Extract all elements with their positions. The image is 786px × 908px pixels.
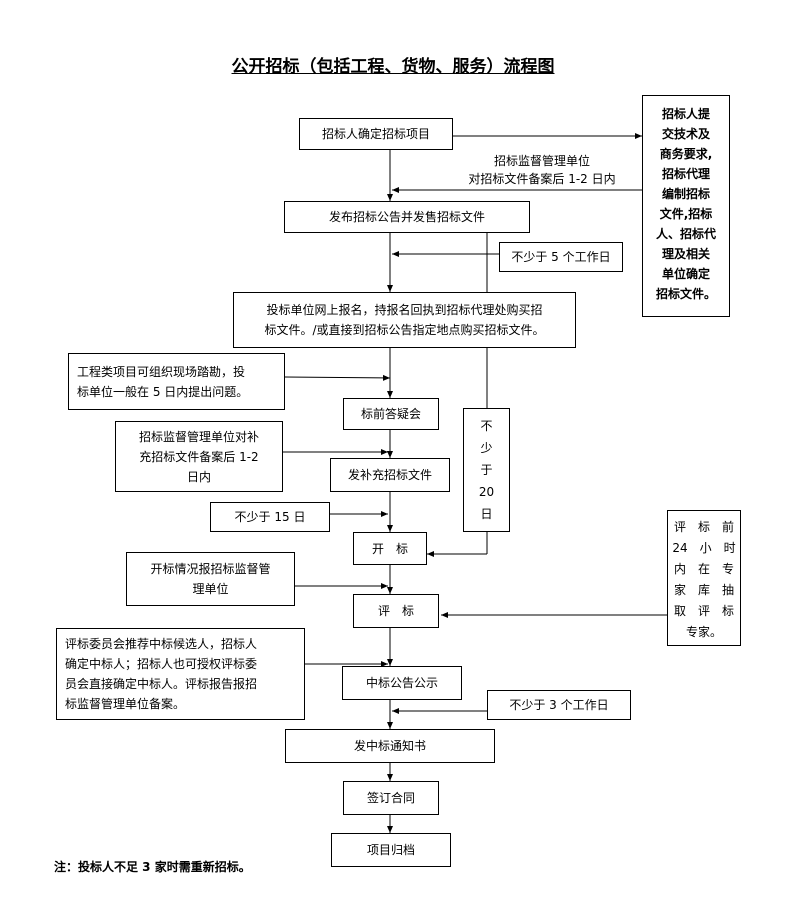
committee-text: 评标委员会推荐中标候选人，招标人 确定中标人；招标人也可授权评标委 员会直接确定… <box>65 637 258 711</box>
footnote: 注：投标人不足 3 家时需重新招标。 <box>54 860 251 874</box>
step-archive: 项目归档 <box>331 833 451 867</box>
step-pre-bid-meeting-label: 标前答疑会 <box>360 407 421 421</box>
site-visit-box: 工程类项目可组织现场踏勘，投 标单位一般在 5 日内提出问题。 <box>68 353 285 410</box>
step-award-letter: 发中标通知书 <box>285 729 495 763</box>
step-bid-opening-label: 开 标 <box>371 541 408 556</box>
min-15-days-label: 不少于 15 日 <box>234 510 306 524</box>
min-15-days-box: 不少于 15 日 <box>210 502 330 532</box>
tech-requirements-text: 招标人提 交技术及 商务要求, 招标代理 编制招标 文件,招标 人、招标代 理及… <box>655 107 716 301</box>
step-publish-notice: 发布招标公告并发售招标文件 <box>284 201 530 233</box>
supplement-filing-text: 招标监督管理单位对补 充招标文件备案后 1-2 日内 <box>138 429 259 484</box>
expert-selection-box: 评 标 前 24 小 时 内 在 专 家 库 抽 取 评 标 专家。 <box>667 510 741 646</box>
step-award-notice: 中标公告公示 <box>342 666 462 700</box>
min-5-workdays-label: 不少于 5 个工作日 <box>511 250 611 264</box>
step-award-notice-label: 中标公告公示 <box>365 676 438 690</box>
step-archive-label: 项目归档 <box>366 843 415 857</box>
step-sign-contract-label: 签订合同 <box>366 791 415 805</box>
opening-report-box: 开标情况报招标监督管 理单位 <box>126 552 295 606</box>
min-20-days-box: 不 少 于 20 日 <box>463 408 510 532</box>
step-bid-opening: 开 标 <box>353 532 427 565</box>
opening-report-text: 开标情况报招标监督管 理单位 <box>150 562 271 596</box>
step-sign-contract: 签订合同 <box>343 781 439 815</box>
step-pre-bid-meeting: 标前答疑会 <box>343 398 439 430</box>
step-evaluation-label: 评 标 <box>377 604 414 618</box>
step-supplement-docs: 发补充招标文件 <box>330 458 450 492</box>
site-visit-text: 工程类项目可组织现场踏勘，投 标单位一般在 5 日内提出问题。 <box>77 364 249 399</box>
tech-requirements-box: 招标人提 交技术及 商务要求, 招标代理 编制招标 文件,招标 人、招标代 理及… <box>642 95 730 317</box>
page-title: 公开招标（包括工程、货物、服务）流程图 <box>231 57 555 77</box>
expert-selection-text: 评 标 前 24 小 时 内 在 专 家 库 抽 取 评 标 专家。 <box>672 520 736 639</box>
min-3-workdays-box: 不少于 3 个工作日 <box>487 690 631 720</box>
min-20-days-text: 不 少 于 20 日 <box>478 419 495 521</box>
step-confirm-project: 招标人确定招标项目 <box>299 118 453 150</box>
step-registration: 投标单位网上报名，持报名回执到招标代理处购买招 标文件。/或直接到招标公告指定地… <box>233 292 576 348</box>
min-5-workdays-box: 不少于 5 个工作日 <box>499 242 623 272</box>
supplement-filing-box: 招标监督管理单位对补 充招标文件备案后 1-2 日内 <box>115 421 283 492</box>
step-supplement-docs-label: 发补充招标文件 <box>347 468 432 482</box>
min-3-workdays-label: 不少于 3 个工作日 <box>509 698 609 712</box>
step-evaluation: 评 标 <box>353 594 439 628</box>
committee-box: 评标委员会推荐中标候选人，招标人 确定中标人；招标人也可授权评标委 员会直接确定… <box>56 628 305 720</box>
step-award-letter-label: 发中标通知书 <box>353 739 426 753</box>
filing-label: 招标监督管理单位 对招标文件备案后 1-2 日内 <box>468 154 616 186</box>
step-confirm-project-label: 招标人确定招标项目 <box>321 127 430 141</box>
step-registration-label: 投标单位网上报名，持报名回执到招标代理处购买招 标文件。/或直接到招标公告指定地… <box>264 303 545 337</box>
step-publish-notice-label: 发布招标公告并发售招标文件 <box>328 210 485 224</box>
